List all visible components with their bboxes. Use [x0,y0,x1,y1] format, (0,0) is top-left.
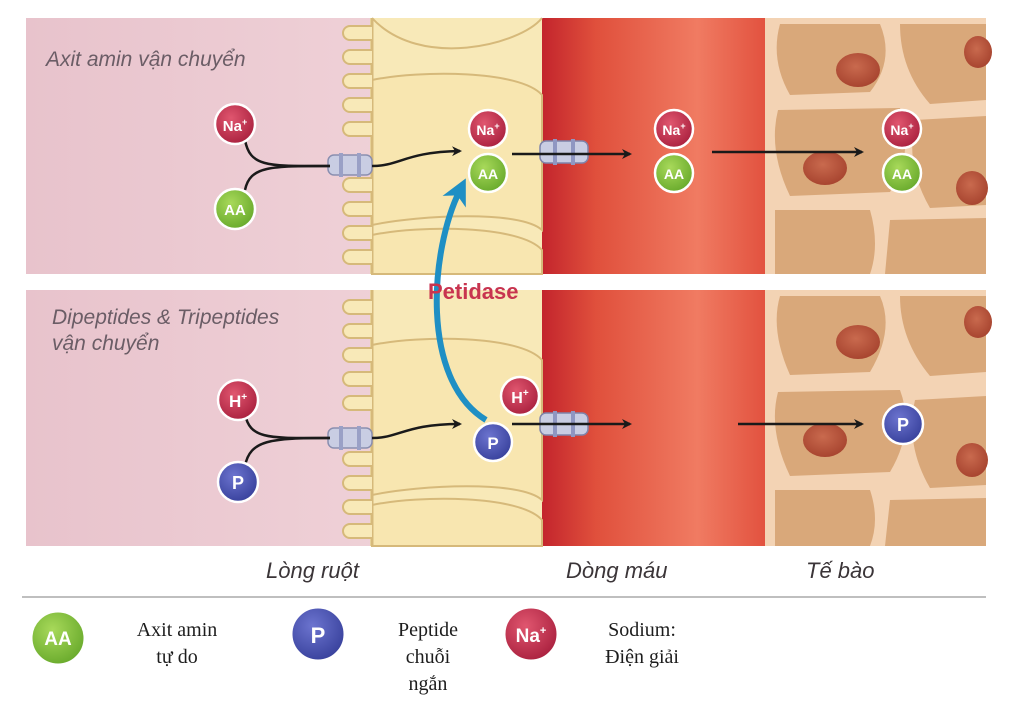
svg-text:Na+: Na+ [223,117,247,135]
region-label-cell: Tế bào [806,558,875,583]
panel-title-bottom-line1: Dipeptides & Tripeptides [52,306,280,329]
legend-p-text: Peptide chuỗi ngắn [376,617,480,698]
svg-text:Na+: Na+ [476,121,499,138]
h-ion-enterocyte: H+ [499,375,541,417]
legend-p-line3: ngắn [408,673,448,695]
legend-aa-line1: Axit amin [136,619,218,641]
svg-text:P: P [232,473,244,493]
svg-text:P: P [311,623,326,648]
peptide-enterocyte: P [472,421,514,463]
svg-text:Na+: Na+ [516,625,547,647]
svg-text:AA: AA [892,166,912,182]
svg-text:AA: AA [664,166,684,182]
svg-text:AA: AA [44,629,72,650]
peptide-lumen: P [216,460,260,504]
na-ion-lumen: Na+ [213,102,257,146]
region-label-blood: Dòng máu [566,558,668,583]
svg-text:AA: AA [224,202,246,219]
svg-text:H+: H+ [229,392,247,411]
svg-text:Na+: Na+ [662,121,685,138]
legend-na-text: Sodium: Điện giải [580,617,704,671]
microvilli-bottom [342,299,372,539]
legend-na-line2: Điện giải [605,646,679,668]
legend-na-icon: Na+ [502,605,560,663]
enterocyte-top [370,17,543,275]
transporter-apical-top [327,153,373,177]
na-ion-blood: Na+ [653,108,695,150]
legend-na-line1: Sodium: [608,619,676,641]
region-label-lumen: Lòng ruột [266,558,359,583]
panel-title-top: Axit amin vận chuyển [46,48,246,71]
legend-aa-text: Axit amin tự do [112,617,242,671]
tissue-cells-bottom [774,296,992,546]
legend-p-line2: chuỗi [405,646,451,668]
legend-divider [22,596,986,598]
arrows-bottom [243,413,864,467]
peptide-cell: P [881,402,925,446]
na-ion-enterocyte: Na+ [467,108,509,150]
aa-lumen: AA [213,187,257,231]
transporter-apical-bottom [327,426,373,450]
arrows-top [243,139,864,191]
na-ion-cell: Na+ [881,108,923,150]
enterocyte-bottom [370,290,543,547]
tissue-cells-top [774,24,992,274]
svg-text:Na+: Na+ [890,121,913,138]
legend-p-line1: Peptide [398,619,458,641]
aa-blood: AA [653,152,695,194]
enzyme-label: Petidase [428,279,519,304]
aa-enterocyte: AA [467,152,509,194]
legend-aa-line2: tự do [156,646,198,668]
svg-text:P: P [487,434,498,453]
panel-title-bottom-line2: vận chuyển [52,332,160,355]
transporter-basolateral-top [539,139,589,165]
legend-p-icon: P [289,605,347,663]
svg-text:AA: AA [478,166,498,182]
microvilli-top [342,25,372,265]
svg-text:P: P [897,415,909,435]
h-ion-lumen: H+ [216,378,260,422]
aa-cell: AA [881,152,923,194]
legend-aa-icon: AA [29,609,87,667]
svg-text:H+: H+ [511,388,529,407]
panel-title-bottom: Dipeptides & Tripeptides vận chuyển [52,305,279,357]
peptidase-arrow [433,178,488,423]
